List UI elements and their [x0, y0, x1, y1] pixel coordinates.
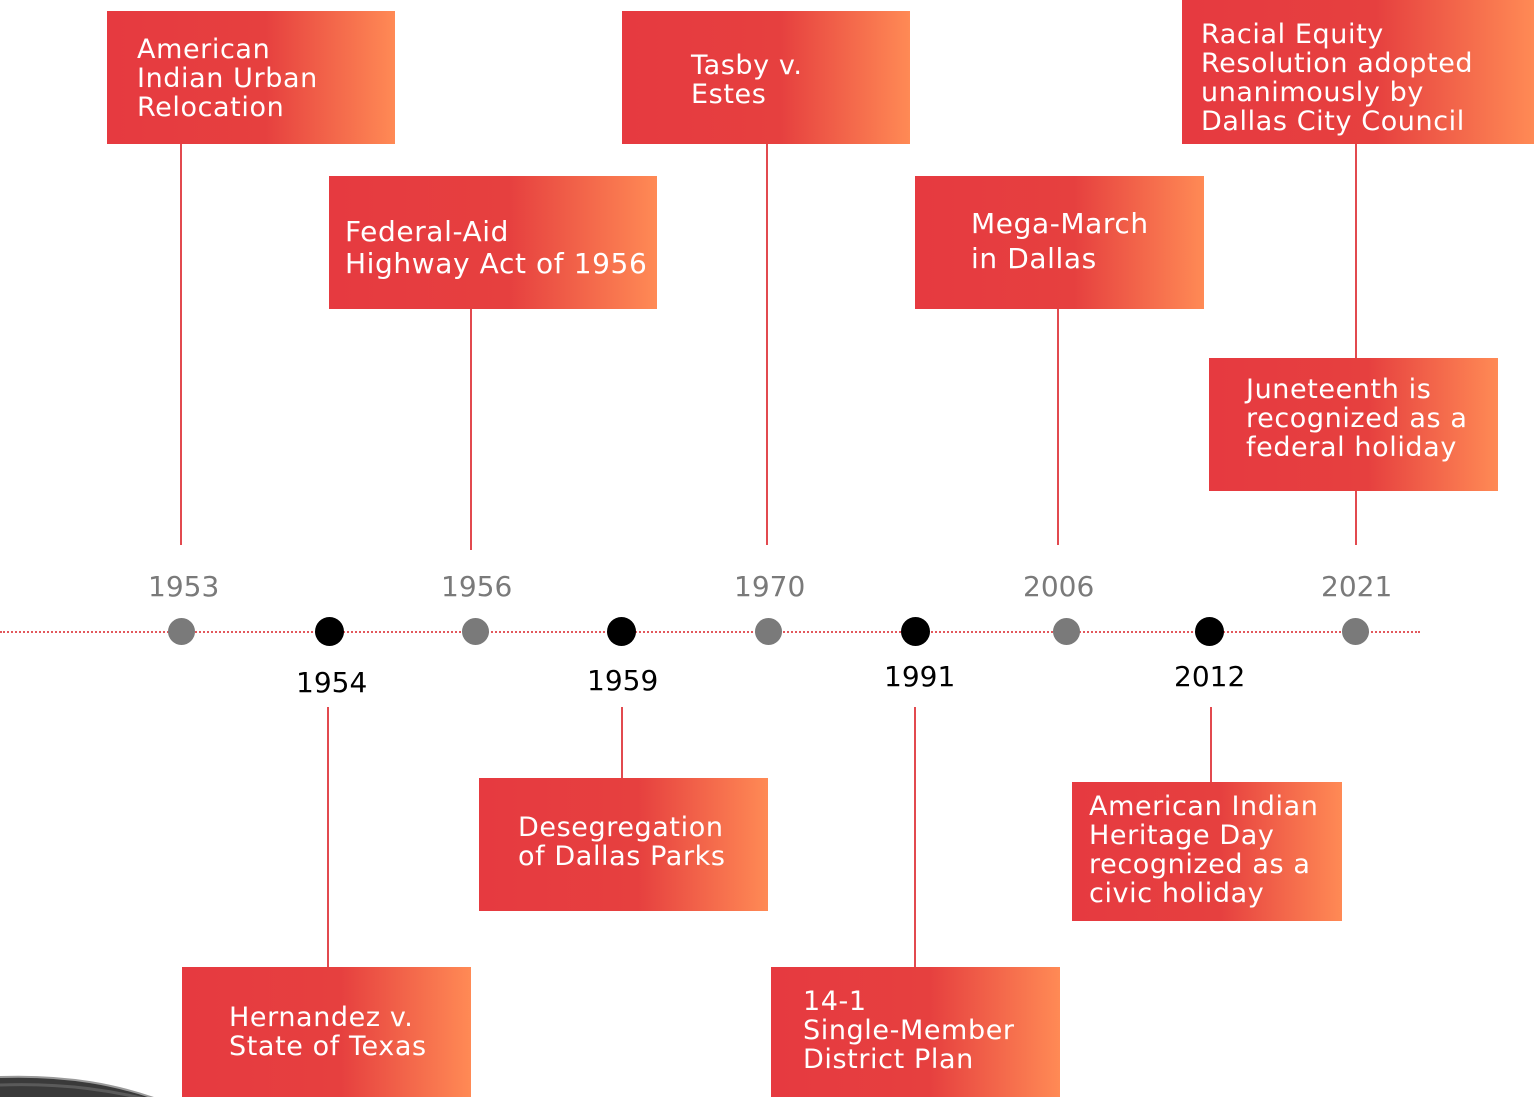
event-label: Tasby v. Estes [691, 50, 803, 110]
event-card-2021-racial-equity: Racial Equity Resolution adopted unanimo… [1182, 0, 1534, 144]
marker-2006 [1053, 618, 1080, 645]
year-label-1953: 1953 [148, 570, 220, 603]
event-label: Federal-Aid Highway Act of 1956 [345, 215, 648, 280]
marker-1956 [462, 618, 489, 645]
event-card-2021-juneteenth: Juneteenth is recognized as a federal ho… [1209, 358, 1498, 491]
event-label: Hernandez v. State of Texas [229, 1002, 427, 1062]
marker-1954 [315, 617, 344, 646]
event-label: 14-1 Single-Member District Plan [803, 986, 1015, 1075]
marker-1959 [607, 617, 636, 646]
marker-2012 [1195, 617, 1224, 646]
year-label-1959: 1959 [587, 664, 659, 697]
event-card-1954: Hernandez v. State of Texas [182, 967, 471, 1097]
year-label-1954: 1954 [296, 666, 368, 699]
corner-swoosh-graphic [0, 1075, 180, 1097]
connector-1991 [914, 707, 916, 967]
connector-1959 [621, 707, 623, 778]
year-label-1956: 1956 [441, 570, 513, 603]
marker-1970 [755, 618, 782, 645]
year-label-2006: 2006 [1023, 570, 1095, 603]
event-card-2006: Mega-March in Dallas [915, 176, 1204, 309]
marker-1953 [168, 618, 195, 645]
connector-1954 [327, 707, 329, 967]
event-card-1991: 14-1 Single-Member District Plan [771, 967, 1060, 1097]
event-label: Racial Equity Resolution adopted unanimo… [1201, 19, 1474, 137]
decorative-corner-shape [0, 1037, 180, 1097]
event-label: Juneteenth is recognized as a federal ho… [1246, 374, 1468, 463]
event-card-1956: Federal-Aid Highway Act of 1956 [329, 176, 657, 309]
marker-1991 [901, 617, 930, 646]
event-label: Mega-March in Dallas [971, 207, 1149, 275]
connector-2006 [1057, 308, 1059, 545]
connector-1956 [470, 308, 472, 550]
connector-2012 [1210, 707, 1212, 782]
event-label: Desegregation of Dallas Parks [518, 812, 726, 872]
event-label: American Indian Heritage Day recognized … [1089, 791, 1319, 909]
event-card-1953: American Indian Urban Relocation [107, 11, 395, 144]
year-label-1970: 1970 [734, 570, 806, 603]
year-label-2021: 2021 [1321, 570, 1393, 603]
timeline-axis [0, 631, 1420, 633]
connector-2021 [1355, 143, 1357, 545]
event-label: American Indian Urban Relocation [137, 34, 318, 123]
year-label-1991: 1991 [884, 660, 956, 693]
year-label-2012: 2012 [1174, 660, 1246, 693]
event-card-1959: Desegregation of Dallas Parks [479, 778, 768, 911]
marker-2021 [1342, 618, 1369, 645]
connector-1953 [180, 143, 182, 545]
event-card-2012: American Indian Heritage Day recognized … [1072, 782, 1342, 921]
event-card-1970: Tasby v. Estes [622, 11, 910, 144]
connector-1970 [766, 143, 768, 545]
